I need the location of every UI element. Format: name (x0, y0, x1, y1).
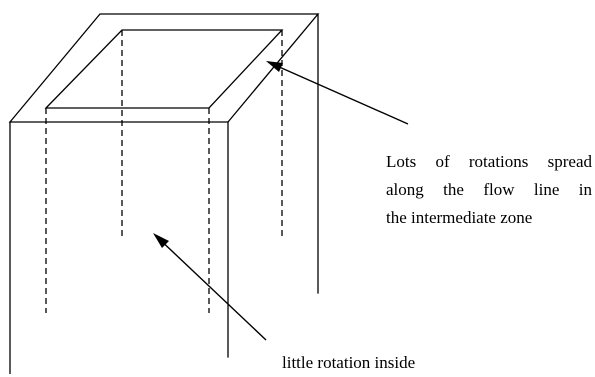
arrow-intermediate-zone (267, 61, 409, 125)
intermediate-zone-label: Lots of rotations spread along the flow … (386, 148, 592, 232)
arrow-inside (154, 234, 267, 341)
intermediate-zone-label-line-1: Lots of rotations spread (386, 152, 592, 171)
arrowhead-inside (153, 233, 169, 248)
intermediate-zone-label-line-2: along the flow line in (386, 180, 592, 199)
inner-top-opening (44, 29, 284, 109)
intermediate-zone-label-line-3: the intermediate zone (386, 208, 533, 227)
arrowhead-intermediate-zone (266, 61, 283, 72)
inside-label: little rotation inside (282, 353, 416, 372)
